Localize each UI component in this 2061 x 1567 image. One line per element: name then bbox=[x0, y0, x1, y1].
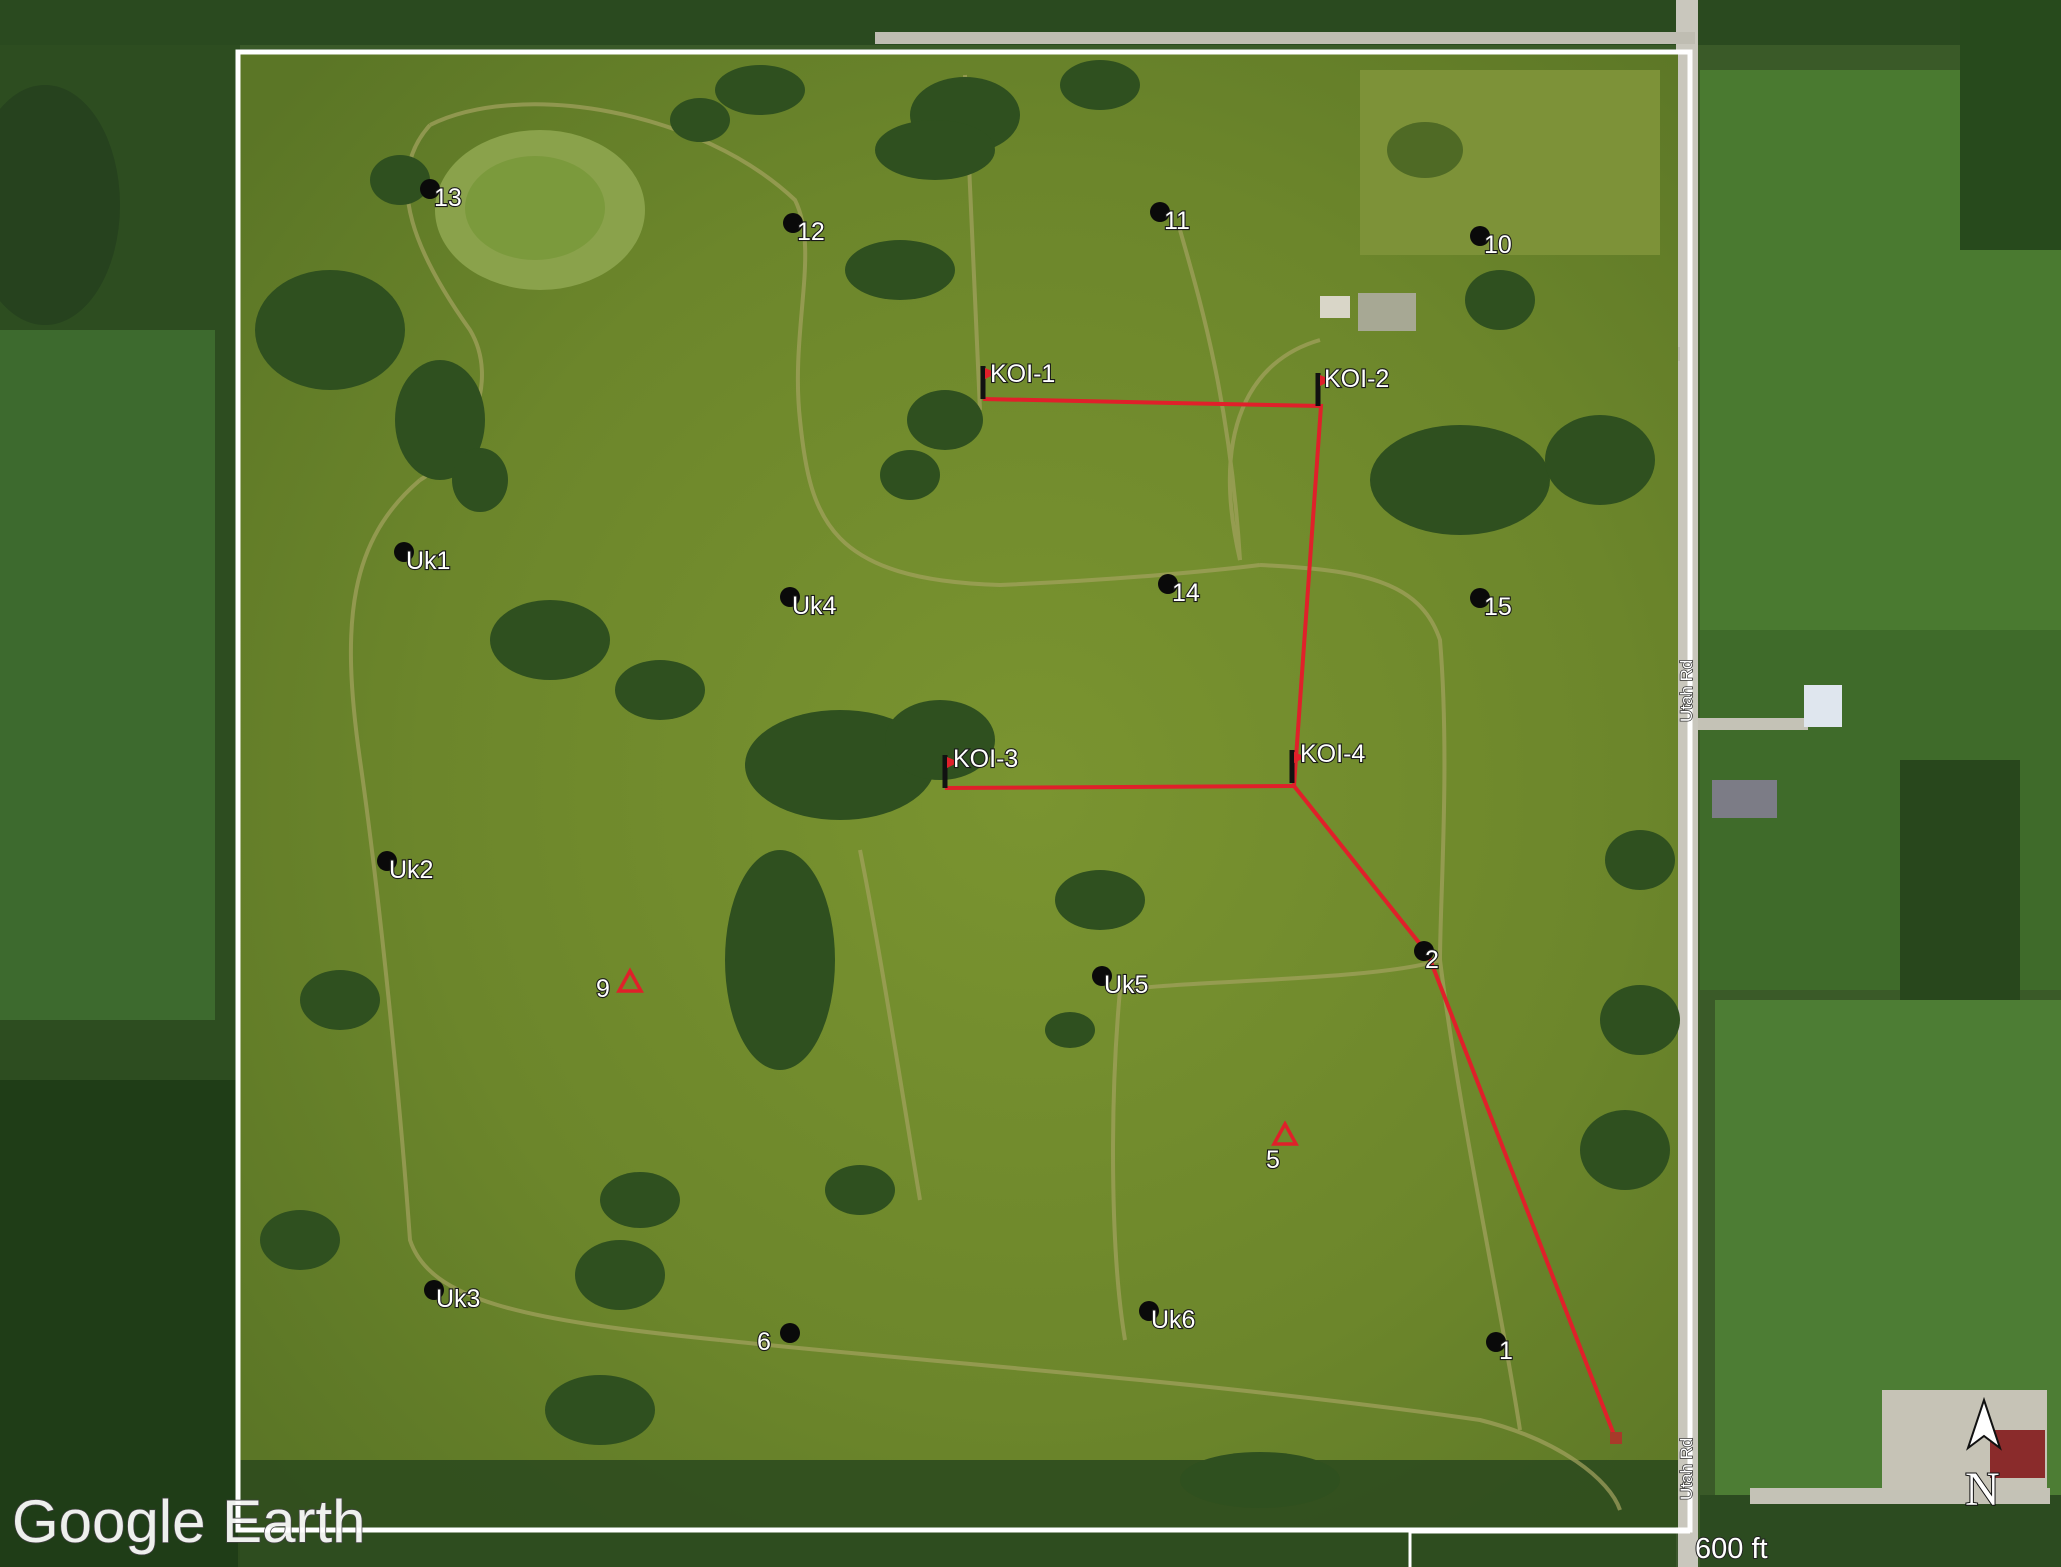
marker-uk5[interactable]: Uk5 bbox=[1092, 966, 1150, 1000]
warning-triangle-icon bbox=[1271, 1120, 1299, 1146]
barn bbox=[1358, 293, 1416, 331]
marker-uk2[interactable]: Uk2 bbox=[377, 851, 435, 885]
southeast-road bbox=[1750, 1488, 2050, 1504]
marker-2[interactable]: 2 bbox=[1414, 941, 1440, 975]
pond-water bbox=[465, 156, 605, 260]
marker-label: Uk2 bbox=[389, 856, 433, 884]
scale-bar: 600 ft bbox=[1408, 1530, 1769, 1567]
marker-dot-icon bbox=[1092, 966, 1112, 986]
marker-label: 2 bbox=[1425, 946, 1439, 974]
tree-clumps bbox=[255, 60, 1680, 1508]
marker-label: 6 bbox=[757, 1328, 771, 1356]
barn-southeast bbox=[1990, 1430, 2045, 1478]
marker-1[interactable]: 1 bbox=[1486, 1332, 1514, 1366]
koi-flag-3[interactable]: KOI-3 bbox=[942, 744, 1019, 788]
flag-icon bbox=[947, 757, 959, 768]
triangle-label: 5 bbox=[1266, 1146, 1280, 1174]
marker-uk4[interactable]: Uk4 bbox=[780, 587, 838, 621]
marker-label: Uk6 bbox=[1151, 1306, 1195, 1334]
shed bbox=[1320, 296, 1350, 318]
marker-label: 11 bbox=[1164, 207, 1190, 235]
flag-icon bbox=[1320, 375, 1332, 386]
survey-line-koi3 bbox=[944, 784, 1295, 790]
north-label: N bbox=[1965, 1463, 2000, 1516]
house-east bbox=[1804, 685, 1842, 727]
warning-triangle-icon bbox=[616, 967, 644, 993]
marker-13[interactable]: 13 bbox=[420, 179, 463, 213]
google-earth-logo: Google Earth bbox=[12, 1488, 366, 1555]
marker-label: Uk5 bbox=[1104, 971, 1148, 999]
southeast-trees bbox=[1700, 1495, 2061, 1567]
marker-dot-icon bbox=[1470, 588, 1490, 608]
marker-label: 14 bbox=[1172, 579, 1200, 607]
south-treeline bbox=[238, 1460, 1678, 1567]
koi-flag-2[interactable]: KOI-2 bbox=[1315, 364, 1390, 406]
survey-endpoint bbox=[1610, 1432, 1622, 1444]
marker-label: Uk4 bbox=[792, 592, 837, 620]
small-pond bbox=[1387, 122, 1463, 178]
koi-label: KOI-4 bbox=[1300, 740, 1365, 768]
marker-dot-icon bbox=[1158, 574, 1178, 594]
marker-label: 13 bbox=[434, 184, 462, 212]
marker-dot-icon bbox=[1470, 226, 1490, 246]
marker-dot-icon bbox=[780, 587, 800, 607]
marker-dot-icon bbox=[780, 1323, 800, 1343]
marker-15[interactable]: 15 bbox=[1470, 588, 1513, 622]
triangle-9[interactable]: 9 bbox=[595, 967, 644, 1004]
north-arrow-icon bbox=[1966, 1396, 2002, 1451]
east-treeline bbox=[1900, 760, 2020, 1000]
north-road bbox=[875, 32, 1695, 44]
east-road bbox=[1676, 0, 1698, 1567]
marker-dot-icon bbox=[424, 1280, 444, 1300]
southwest-forest bbox=[0, 1080, 240, 1567]
west-field bbox=[0, 330, 215, 1020]
marker-label: 10 bbox=[1484, 231, 1512, 259]
koi-flag-4[interactable]: KOI-4 bbox=[1289, 739, 1366, 783]
marker-dot-icon bbox=[1486, 1332, 1506, 1352]
flag-icon bbox=[1294, 752, 1306, 763]
marker-dot-icon bbox=[1414, 941, 1434, 961]
marker-11[interactable]: 11 bbox=[1150, 202, 1191, 236]
road-label-upper: Utah Rd bbox=[1677, 660, 1696, 722]
marker-10[interactable]: 10 bbox=[1470, 226, 1513, 260]
marker-uk6[interactable]: Uk6 bbox=[1139, 1301, 1197, 1335]
road-label-lower: Utah Rd bbox=[1677, 1438, 1696, 1500]
triangle-5[interactable]: 5 bbox=[1265, 1120, 1299, 1175]
scale-label: 600 ft bbox=[1695, 1533, 1768, 1565]
marker-dot-icon bbox=[783, 213, 803, 233]
marker-dot-icon bbox=[394, 542, 414, 562]
marker-label: Uk1 bbox=[406, 547, 450, 575]
triangle-label: 9 bbox=[596, 975, 610, 1003]
marker-uk1[interactable]: Uk1 bbox=[394, 542, 452, 576]
marker-12[interactable]: 12 bbox=[783, 213, 826, 247]
koi-label: KOI-1 bbox=[990, 360, 1055, 388]
marker-label: 1 bbox=[1499, 1337, 1513, 1365]
property-boundary bbox=[235, 49, 1693, 1533]
marker-dot-icon bbox=[1150, 202, 1170, 222]
marker-14[interactable]: 14 bbox=[1158, 574, 1201, 608]
marker-dot-icon bbox=[377, 851, 397, 871]
north-arrow: N bbox=[1964, 1396, 2002, 1517]
marker-dot-icon bbox=[1139, 1301, 1159, 1321]
west-pond bbox=[0, 85, 120, 325]
marker-uk3[interactable]: Uk3 bbox=[424, 1280, 482, 1314]
house-east-2 bbox=[1712, 780, 1777, 818]
koi-flag-1[interactable]: KOI-1 bbox=[980, 359, 1056, 399]
northeast-trees bbox=[1960, 0, 2061, 250]
koi-label: KOI-2 bbox=[1324, 365, 1389, 393]
marker-label: Uk3 bbox=[436, 1285, 480, 1313]
flag-icon bbox=[985, 368, 997, 379]
marker-label: 12 bbox=[797, 218, 825, 246]
marker-6[interactable]: 6 bbox=[756, 1323, 800, 1357]
koi-label: KOI-3 bbox=[953, 745, 1018, 773]
east-driveway bbox=[1698, 718, 1808, 730]
marker-dot-icon bbox=[420, 179, 440, 199]
marker-label: 15 bbox=[1484, 593, 1512, 621]
